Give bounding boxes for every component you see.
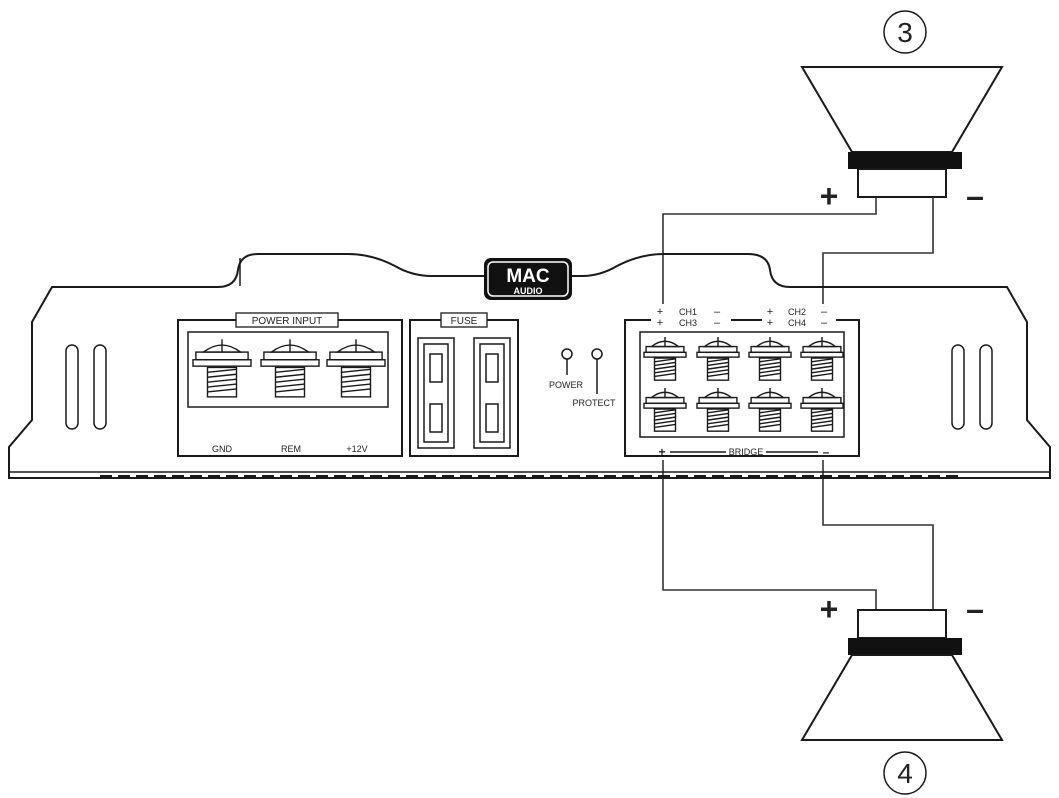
mac-audio-logo: MAC AUDIO [484,258,572,300]
wire-top-minus [822,197,934,305]
power-input-title: POWER INPUT [252,316,323,327]
terminal-label-rem: REM [281,444,301,454]
bridge-label: BRIDGE [729,447,764,457]
cooling-slot-right-1 [951,344,965,430]
power-led-label: POWER [549,380,584,390]
power-led [561,348,573,360]
wire-bottom-plus [662,460,877,610]
ch2-minus: – [821,306,828,318]
power-terminal-3 [326,339,386,398]
cooling-slot-left-1 [65,344,79,430]
fuse-title: FUSE [451,316,478,327]
ch2-label: CH2 [788,307,806,317]
ch1-label: CH1 [679,307,697,317]
ch1-plus: + [657,306,663,318]
power-terminal-1 [192,339,252,398]
amplifier-outline [8,253,1051,479]
ch4-plus: + [767,317,773,329]
cooling-slot-left-2 [93,344,107,430]
fuse-left [417,337,455,449]
callout-circle-bottom [883,751,927,795]
speaker-terminal-top-4 [800,336,844,381]
callout-circle-top [883,10,927,54]
ch4-minus: – [821,317,828,329]
fuse-block: FUSE [409,312,519,457]
speaker-bottom-plus-sign: + [820,591,839,627]
power-terminal-2 [260,339,320,398]
speaker-output-block: + CH1 – + CH3 – + CH2 – + CH4 – + BRIDGE… [624,304,860,459]
speaker-top-voice-coil [857,168,947,198]
callout-number-bottom: 4 [897,758,913,789]
protect-led [591,348,603,360]
speaker-bottom-voice-coil [857,609,947,639]
status-indicators: POWER PROTECT [549,348,616,408]
power-input-block: POWER INPUT GND REM +12V [177,312,403,457]
wire-bottom-minus [822,460,934,610]
terminal-label-gnd: GND [212,444,233,454]
ch1-minus: – [714,306,721,318]
logo-audio: AUDIO [514,286,543,296]
terminal-label-12v: +12V [346,444,367,454]
speaker-terminal-bottom-2 [696,387,740,432]
speaker-bottom: + – 4 [800,591,1004,795]
speaker-top-magnet-plate [848,152,962,169]
speaker-wires [662,197,934,610]
speaker-terminal-top-1 [643,336,687,381]
ch3-plus: + [657,317,663,329]
callout-number-top: 3 [897,17,913,48]
speaker-terminal-bottom-1 [643,387,687,432]
speaker-terminal-bottom-3 [748,387,792,432]
bridge-plus: + [658,445,665,459]
speaker-bottom-cone [800,654,1004,741]
speaker-top-minus-sign: – [966,178,984,214]
ch3-minus: – [714,317,721,329]
speaker-output-frame [624,319,860,457]
speaker-terminal-bottom-4 [800,387,844,432]
wire-top-plus [662,197,877,305]
speaker-top-cone [800,66,1004,153]
ch4-label: CH4 [788,318,806,328]
ch3-label: CH3 [679,318,697,328]
cooling-slot-right-2 [979,344,993,430]
speaker-top-plus-sign: + [820,178,839,214]
fuse-right [473,337,511,449]
bridge-minus: – [823,445,830,459]
speaker-bottom-magnet-plate [848,638,962,655]
speaker-top: 3 + – [800,10,1004,214]
amplifier-chassis [8,253,1051,479]
speaker-terminal-top-3 [748,336,792,381]
fuse-frame [409,319,519,457]
speaker-terminal-top-2 [696,336,740,381]
ch2-plus: + [767,306,773,318]
logo-mac: MAC [506,266,550,287]
speaker-bottom-minus-sign: – [966,591,984,627]
protect-led-label: PROTECT [572,398,616,408]
